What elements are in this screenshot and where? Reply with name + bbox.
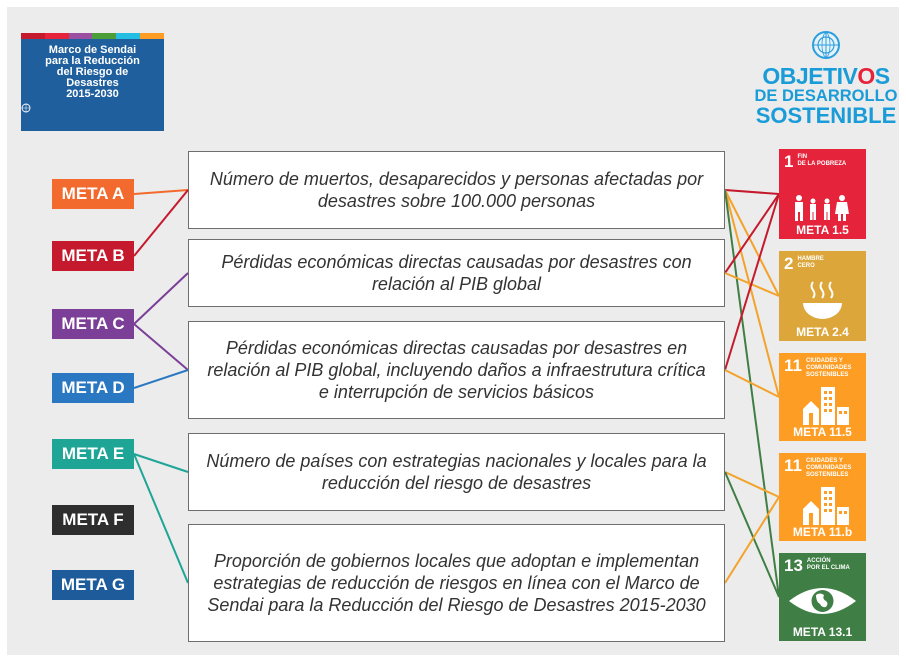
indicator-text: Pérdidas económicas directas causadas po… [207,338,706,402]
connector-line [724,369,780,398]
connector-line [724,496,780,584]
connector-line [133,189,189,195]
connector-line [724,471,780,598]
sdg-number: 1 [784,152,794,171]
sdg-13-tile: 13 ACCIÓN POR EL CLIMA META 13.1 [779,553,866,641]
indicator-text: Número de muertos, desaparecidos y perso… [209,169,704,211]
indicator-box: Pérdidas económicas directas causadas po… [188,321,725,419]
bowl-icon [803,281,842,319]
family-icon [795,195,849,221]
connector-line [724,193,780,371]
sdg-logo-title-part: O [857,63,875,89]
sdg-title: ACCIÓN POR EL CLIMA [806,558,850,571]
sendai-title: Marco de Sendai para la Reducción del Ri… [21,45,164,100]
sendai-color-stripe [21,33,164,39]
sendai-framework-logo: Marco de Sendai para la Reducción del Ri… [21,33,164,131]
sdg-2-tile: 2 HAMBRE CERO META 2.4 [779,251,866,341]
city-icon [803,387,849,425]
connector-line [724,189,780,297]
stripe-segment [140,33,164,39]
sdg-meta-label: META 1.5 [796,223,849,237]
connector-line [724,189,780,195]
meta-c-label: META C [52,309,134,339]
sdg-meta-label: META 13.1 [792,625,853,639]
stripe-segment [44,33,69,39]
sendai-title-line: Desastres [66,77,119,89]
connector-line [724,189,780,598]
sdg-logo-subtitle-2: SOSTENIBLE [755,103,897,128]
sdg-logo-title-part: OBJETIV [762,63,858,89]
sendai-title-line: para la Reducción [45,55,140,67]
sendai-title-line: Marco de Sendai [48,44,137,56]
sdg-tile-header: 11 CIUDADES Y COMUNIDADES SOSTENIBLES [784,357,851,379]
indicator-text: Número de países con estrategias naciona… [206,451,707,493]
sdg-logo: OBJETIVOS DE DESARROLLO SOSTENIBLE [752,30,900,135]
sdg-tile-header: 1 FIN DE LA POBREZA [784,153,846,170]
meta-e-label: META E [52,439,134,469]
connector-line [133,453,189,584]
stripe-segment [68,33,93,39]
sdg-logo-title-part: S [874,63,890,89]
meta-g-label: META G [52,570,134,600]
sdg-11-tile: 11 CIUDADES Y COMUNIDADES SOSTENIBLES ME… [779,453,866,541]
sdg-tile-header: 11 CIUDADES Y COMUNIDADES SOSTENIBLES [784,457,851,479]
indicator-text: Pérdidas económicas directas causadas po… [221,252,692,294]
indicator-box: Número de muertos, desaparecidos y perso… [188,151,725,229]
indicator-box: Número de países con estrategias naciona… [188,433,725,511]
sdg-meta-label: META 11.b [792,525,853,539]
connector-line [133,323,189,371]
stripe-segment [21,33,45,39]
connector-line [133,369,189,389]
sdg-number: 11 [784,356,802,375]
stripe-segment [116,33,141,39]
sdg-title: CIUDADES Y COMUNIDADES SOSTENIBLES [805,458,852,478]
meta-f-label: META F [52,505,134,535]
connector-line [724,471,780,498]
indicator-box: Pérdidas económicas directas causadas po… [188,239,725,307]
sdg-1-tile: 1 FIN DE LA POBREZA META 1.5 [779,149,866,239]
indicator-text: Proporción de gobiernos locales que adop… [207,551,706,615]
sdg-11-tile: 11 CIUDADES Y COMUNIDADES SOSTENIBLES ME… [779,353,866,441]
sendai-title-line: del Riesgo de [56,66,129,78]
connector-line [724,189,780,398]
un-emblem-icon [812,31,840,59]
sdg-logo-title: OBJETIVOS [752,64,900,88]
city-icon [803,487,849,525]
connector-line [133,189,189,257]
indicator-box: Proporción de gobiernos locales que adop… [188,524,725,642]
meta-a-label: META A [52,179,134,209]
stripe-segment [92,33,117,39]
meta-b-label: META B [52,241,134,271]
un-emblem-icon [21,103,31,113]
connector-line [133,453,189,473]
sdg-title: CIUDADES Y COMUNIDADES SOSTENIBLES [805,358,852,378]
sdg-logo-subtitle: DE DESARROLLO [754,87,898,105]
sendai-title-line: 2015-2030 [66,88,119,100]
sdg-number: 2 [784,254,794,273]
eye-globe-icon [789,588,856,614]
sdg-number: 11 [784,456,802,475]
sdg-title: FIN DE LA POBREZA [797,154,847,167]
sdg-tile-header: 13 ACCIÓN POR EL CLIMA [784,557,850,574]
sdg-number: 13 [784,556,803,575]
connector-line [133,272,189,325]
sdg-meta-label: META 11.5 [793,425,852,439]
meta-d-label: META D [52,373,134,403]
sdg-tile-header: 2 HAMBRE CERO [784,255,824,272]
sdg-title: HAMBRE CERO [797,256,824,269]
sdg-meta-label: META 2.4 [796,325,849,339]
connector-line [724,193,780,274]
